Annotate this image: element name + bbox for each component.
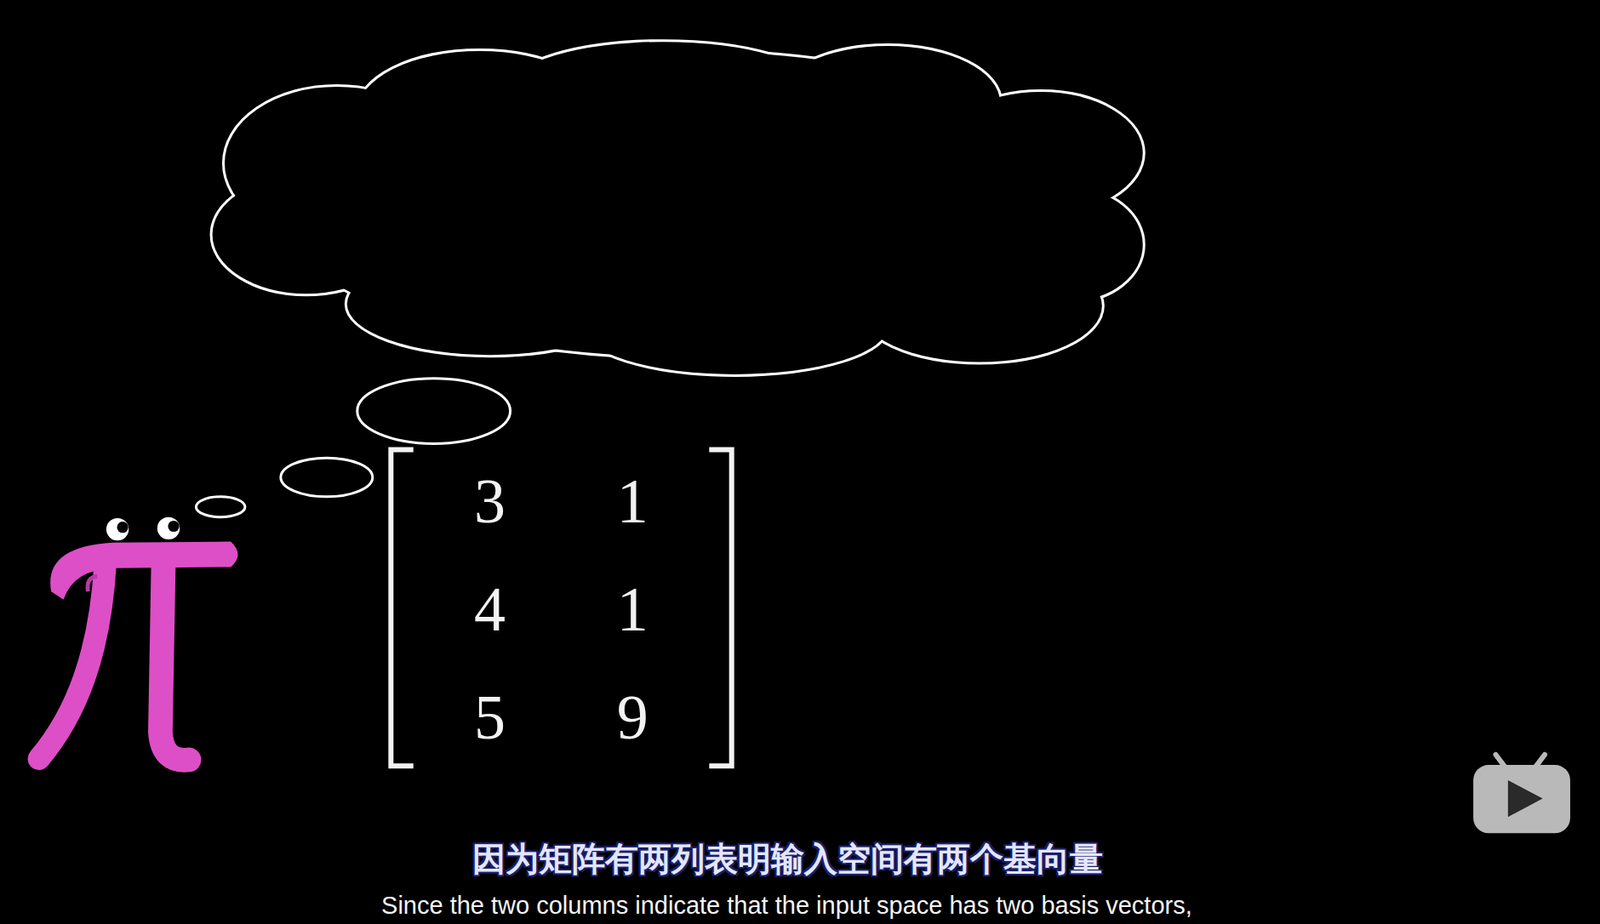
matrix-entry: 4 — [474, 575, 506, 645]
thought-bubble — [195, 378, 510, 518]
matrix-entry: 5 — [474, 683, 506, 753]
matrix-bracket — [390, 450, 732, 767]
grid-line — [827, 0, 956, 429]
cloud-fill — [510, 41, 818, 134]
vector-head — [811, 180, 826, 196]
cloud-edge — [347, 252, 634, 355]
grid-line — [1121, 0, 1251, 429]
grid-line — [306, 84, 1276, 492]
matrix-entry: 1 — [617, 467, 649, 537]
basis-line — [675, 62, 914, 376]
matrix-entry: 1 — [617, 575, 649, 645]
grid-line — [306, 400, 1276, 807]
plane — [377, 30, 1235, 409]
grid-line — [925, 0, 1054, 429]
grid-line — [306, 211, 1276, 618]
cloud-fill — [347, 252, 634, 355]
grid-line — [306, 0, 1276, 112]
grid-line — [306, 0, 1276, 239]
vector-arrow — [790, 191, 817, 224]
grid-line — [44, 0, 173, 429]
matrix-entry: 3 — [474, 467, 506, 537]
grid-line — [1219, 0, 1349, 429]
matrix-entry: 9 — [617, 683, 649, 753]
grid-line — [435, 0, 565, 429]
axis-tip — [788, 194, 934, 329]
grid-line — [306, 337, 1276, 744]
grid-line — [240, 0, 369, 429]
basis-line — [778, 51, 803, 378]
axes — [606, 112, 929, 363]
cloud-edge — [510, 41, 818, 134]
grid-line — [306, 21, 1276, 429]
subtitle: Since the two columns indicate that the … — [381, 892, 1193, 920]
grid-line — [0, 0, 75, 429]
cloud-fill — [857, 250, 1103, 363]
thought-cloud — [212, 41, 1143, 375]
grid-line — [306, 0, 1276, 302]
grid-line — [306, 0, 1276, 49]
pi-creature — [39, 517, 239, 761]
grid-line — [337, 0, 467, 429]
grid-line — [306, 147, 1276, 555]
subtitle: 因为矩阵有两列表明输入空间有两个基向量 — [472, 840, 1103, 878]
grid-line — [306, 0, 1276, 366]
grid-line — [306, 0, 1276, 176]
grid-line — [142, 0, 271, 429]
grid-line — [631, 0, 760, 429]
grid-line — [1023, 0, 1153, 429]
grid-line — [1513, 0, 1600, 429]
grid-line — [1415, 0, 1544, 429]
grid-line — [533, 0, 663, 429]
grid-line — [306, 274, 1276, 681]
cloud-edge — [857, 250, 1103, 363]
grid-line — [306, 463, 1276, 871]
grid-line — [729, 0, 858, 429]
grid-line — [306, 526, 1276, 924]
grid-line — [1317, 0, 1446, 429]
player-logo — [1473, 754, 1571, 834]
